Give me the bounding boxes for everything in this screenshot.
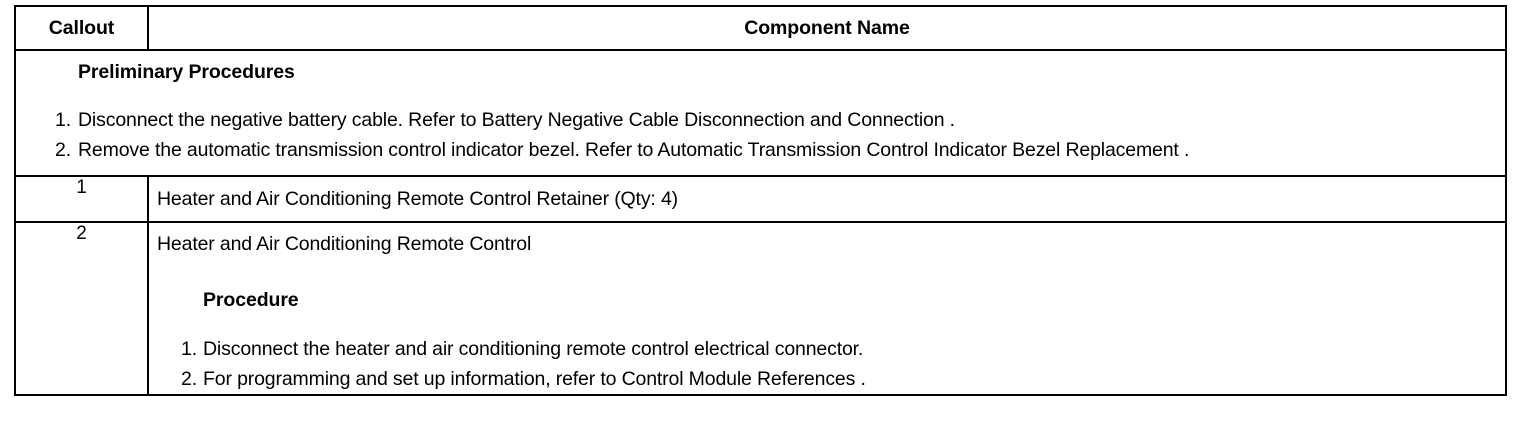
preliminary-step-1-text: Disconnect the negative battery cable. R… bbox=[78, 109, 955, 131]
procedure-list: 1. Disconnect the heater and air conditi… bbox=[157, 334, 1499, 394]
preliminary-step-2-text: Remove the automatic transmission contro… bbox=[78, 139, 1190, 161]
component-2-content: Heater and Air Conditioning Remote Contr… bbox=[149, 223, 1505, 394]
table-body: Preliminary Procedures 1. Disconnect the… bbox=[14, 49, 1507, 396]
procedure-step-2-text: For programming and set up information, … bbox=[203, 368, 866, 390]
component-name-1: Heater and Air Conditioning Remote Contr… bbox=[157, 188, 679, 210]
component-callout-table: Callout Component Name Preliminary Proce… bbox=[14, 5, 1507, 396]
preliminary-procedures-heading: Preliminary Procedures bbox=[78, 61, 295, 83]
component-name-2: Heater and Air Conditioning Remote Contr… bbox=[157, 233, 532, 255]
preliminary-step-1: 1. Disconnect the negative battery cable… bbox=[55, 105, 1497, 135]
callout-number-1: 1 bbox=[14, 175, 149, 223]
procedure-step-1-number: 1. bbox=[181, 338, 197, 360]
column-header-component-name: Component Name bbox=[147, 5, 1507, 51]
table-header: Callout Component Name bbox=[14, 5, 1507, 51]
table-row: 1 Heater and Air Conditioning Remote Con… bbox=[14, 175, 1507, 223]
procedure-step-2: 2. For programming and set up informatio… bbox=[181, 364, 1499, 394]
callout-number-2: 2 bbox=[14, 221, 149, 396]
procedure-heading: Procedure bbox=[203, 289, 299, 311]
preliminary-procedures-row: Preliminary Procedures 1. Disconnect the… bbox=[14, 49, 1507, 177]
component-cell-1: Heater and Air Conditioning Remote Contr… bbox=[147, 175, 1507, 223]
table-row: 2 Heater and Air Conditioning Remote Con… bbox=[14, 221, 1507, 396]
preliminary-procedures-cell: Preliminary Procedures 1. Disconnect the… bbox=[14, 49, 1507, 177]
preliminary-procedures-content: Preliminary Procedures 1. Disconnect the… bbox=[16, 51, 1505, 175]
column-header-callout: Callout bbox=[14, 5, 149, 51]
preliminary-procedures-list: 1. Disconnect the negative battery cable… bbox=[16, 105, 1497, 165]
procedure-step-1: 1. Disconnect the heater and air conditi… bbox=[181, 334, 1499, 364]
procedure-step-2-number: 2. bbox=[181, 368, 197, 390]
component-cell-2: Heater and Air Conditioning Remote Contr… bbox=[147, 221, 1507, 396]
table-header-row: Callout Component Name bbox=[14, 5, 1507, 51]
preliminary-step-1-number: 1. bbox=[55, 109, 71, 131]
preliminary-step-2-number: 2. bbox=[55, 139, 71, 161]
preliminary-step-2: 2. Remove the automatic transmission con… bbox=[55, 135, 1497, 165]
procedure-step-1-text: Disconnect the heater and air conditioni… bbox=[203, 338, 864, 360]
